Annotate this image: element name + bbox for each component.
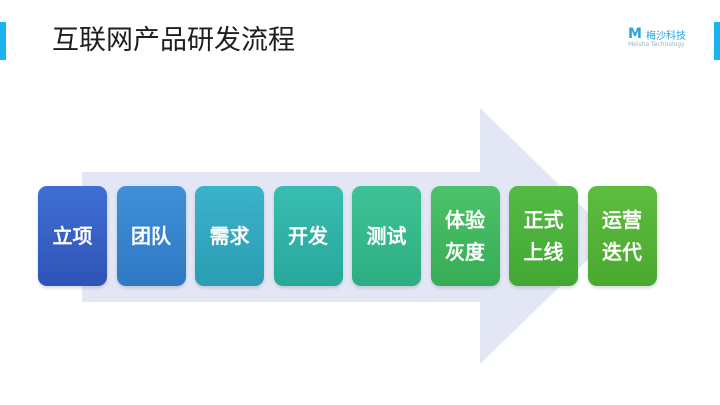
process-step-label: 运营 <box>602 208 642 232</box>
process-step-label: 团队 <box>131 224 171 248</box>
page-title: 互联网产品研发流程 <box>52 25 295 56</box>
process-step-label: 迭代 <box>602 240 642 264</box>
process-step-label: 立项 <box>52 224 93 248</box>
process-step-label: 需求 <box>209 224 250 248</box>
process-step: 运营迭代 <box>587 186 657 286</box>
process-step-label: 测试 <box>366 224 407 248</box>
process-step-label: 体验 <box>445 208 485 232</box>
logo-subtitle: Meisha Technology <box>628 41 685 48</box>
process-step-label: 灰度 <box>445 240 485 264</box>
process-step-label: 开发 <box>288 224 328 248</box>
process-step: 测试 <box>352 186 421 286</box>
right-accent-bar <box>714 22 720 60</box>
process-step: 团队 <box>116 186 186 286</box>
company-logo: M 梅沙科技 Meisha Technology <box>628 26 708 50</box>
process-step: 正式上线 <box>509 186 578 286</box>
logo-mark-icon: M <box>628 26 642 42</box>
process-step: 需求 <box>195 186 264 286</box>
process-step-label: 正式 <box>523 208 564 232</box>
process-step: 体验灰度 <box>430 186 500 286</box>
process-step-label: 上线 <box>523 240 564 264</box>
process-step: 开发 <box>273 186 343 286</box>
logo-name: 梅沙科技 <box>646 31 686 42</box>
left-accent-bar <box>0 22 6 60</box>
process-step: 立项 <box>38 186 107 286</box>
